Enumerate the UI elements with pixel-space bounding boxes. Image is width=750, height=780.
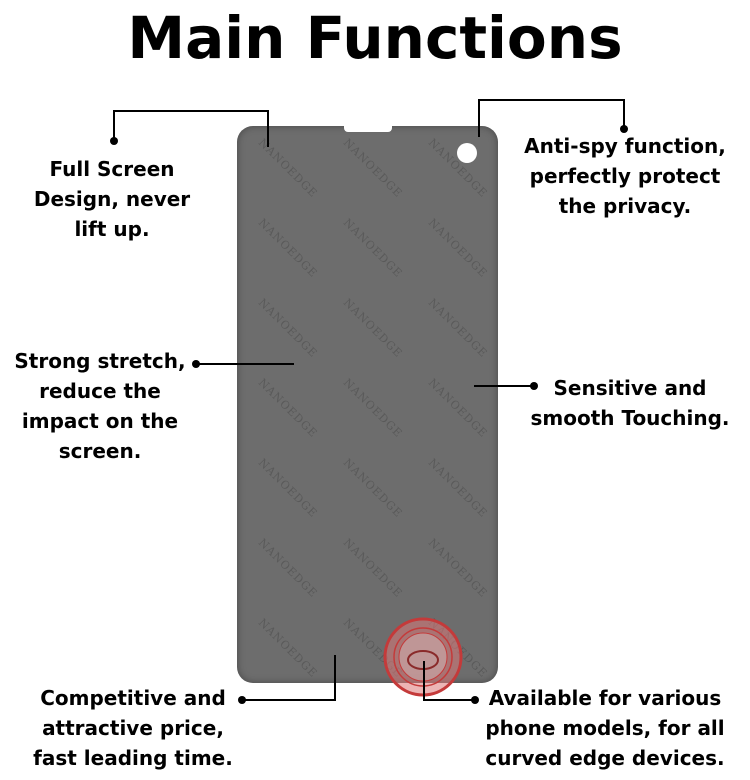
feature-sensitive-touch: Sensitive and smooth Touching. bbox=[524, 373, 736, 433]
connector-line bbox=[196, 363, 294, 365]
watermark-text: NANOEDGE bbox=[255, 296, 321, 361]
watermark-text: NANOEDGE bbox=[425, 456, 491, 521]
label-line: Sensitive and bbox=[553, 376, 707, 400]
feature-strong-stretch: Strong stretch, reduce the impact on the… bbox=[10, 346, 190, 466]
label-line: perfectly protect bbox=[529, 164, 721, 188]
connector-line bbox=[242, 699, 336, 701]
connector-dot bbox=[238, 696, 246, 704]
connector-line bbox=[478, 99, 480, 137]
watermark-text: NANOEDGE bbox=[340, 536, 406, 601]
label-line: Full Screen bbox=[49, 157, 175, 181]
connector-dot bbox=[110, 137, 118, 145]
label-line: attractive price, bbox=[42, 716, 224, 740]
connector-dot bbox=[471, 696, 479, 704]
feature-competitive-price: Competitive and attractive price, fast l… bbox=[28, 683, 238, 773]
watermark-text: NANOEDGE bbox=[425, 536, 491, 601]
connector-line bbox=[423, 661, 425, 701]
connector-line bbox=[113, 110, 115, 141]
screen-protector-illustration: NANOEDGE NANOEDGE NANOEDGE NANOEDGE NANOEDGE… bbox=[237, 126, 498, 683]
label-line: Available for various bbox=[488, 686, 722, 710]
watermark-text: NANOEDGE bbox=[255, 376, 321, 441]
watermark-text: NANOEDGE bbox=[255, 216, 321, 281]
label-line: phone models, for all bbox=[485, 716, 725, 740]
label-line: screen. bbox=[58, 439, 142, 463]
connector-line bbox=[474, 385, 534, 387]
connector-line bbox=[113, 110, 269, 112]
notch-cutout bbox=[344, 126, 392, 132]
watermark-pattern: NANOEDGE NANOEDGE NANOEDGE NANOEDGE NANOEDGE… bbox=[237, 126, 498, 683]
watermark-text: NANOEDGE bbox=[255, 616, 321, 681]
label-line: reduce the bbox=[39, 379, 161, 403]
watermark-text: NANOEDGE bbox=[255, 536, 321, 601]
connector-dot bbox=[530, 382, 538, 390]
feature-full-screen: Full Screen Design, never lift up. bbox=[22, 154, 202, 244]
watermark-text: NANOEDGE bbox=[425, 296, 491, 361]
feature-anti-spy: Anti-spy function, perfectly protect the… bbox=[520, 131, 730, 221]
connector-line bbox=[423, 699, 475, 701]
page-title: Main Functions bbox=[127, 4, 623, 72]
watermark-text: NANOEDGE bbox=[255, 456, 321, 521]
watermark-text: NANOEDGE bbox=[425, 216, 491, 281]
watermark-text: NANOEDGE bbox=[425, 136, 491, 201]
connector-line bbox=[334, 655, 336, 701]
label-line: Competitive and bbox=[40, 686, 226, 710]
watermark-text: NANOEDGE bbox=[340, 216, 406, 281]
feature-various-models: Available for various phone models, for … bbox=[480, 683, 730, 773]
watermark-text: NANOEDGE bbox=[340, 136, 406, 201]
label-line: lift up. bbox=[74, 217, 150, 241]
label-line: smooth Touching. bbox=[530, 406, 730, 430]
connector-dot bbox=[192, 360, 200, 368]
label-line: Design, never bbox=[33, 187, 191, 211]
label-line: fast leading time. bbox=[33, 746, 233, 770]
label-line: the privacy. bbox=[558, 194, 692, 218]
label-line: impact on the bbox=[21, 409, 179, 433]
connector-dot bbox=[620, 125, 628, 133]
watermark-text: NANOEDGE bbox=[340, 456, 406, 521]
watermark-text: NANOEDGE bbox=[255, 136, 321, 201]
connector-line bbox=[478, 99, 625, 101]
watermark-text: NANOEDGE bbox=[340, 296, 406, 361]
connector-line bbox=[267, 110, 269, 147]
label-line: Anti-spy function, bbox=[524, 134, 726, 158]
camera-hole bbox=[457, 143, 477, 163]
connector-line bbox=[623, 99, 625, 129]
label-line: curved edge devices. bbox=[485, 746, 725, 770]
label-line: Strong stretch, bbox=[14, 349, 186, 373]
watermark-text: NANOEDGE bbox=[340, 376, 406, 441]
quality-seal-icon bbox=[383, 617, 463, 697]
